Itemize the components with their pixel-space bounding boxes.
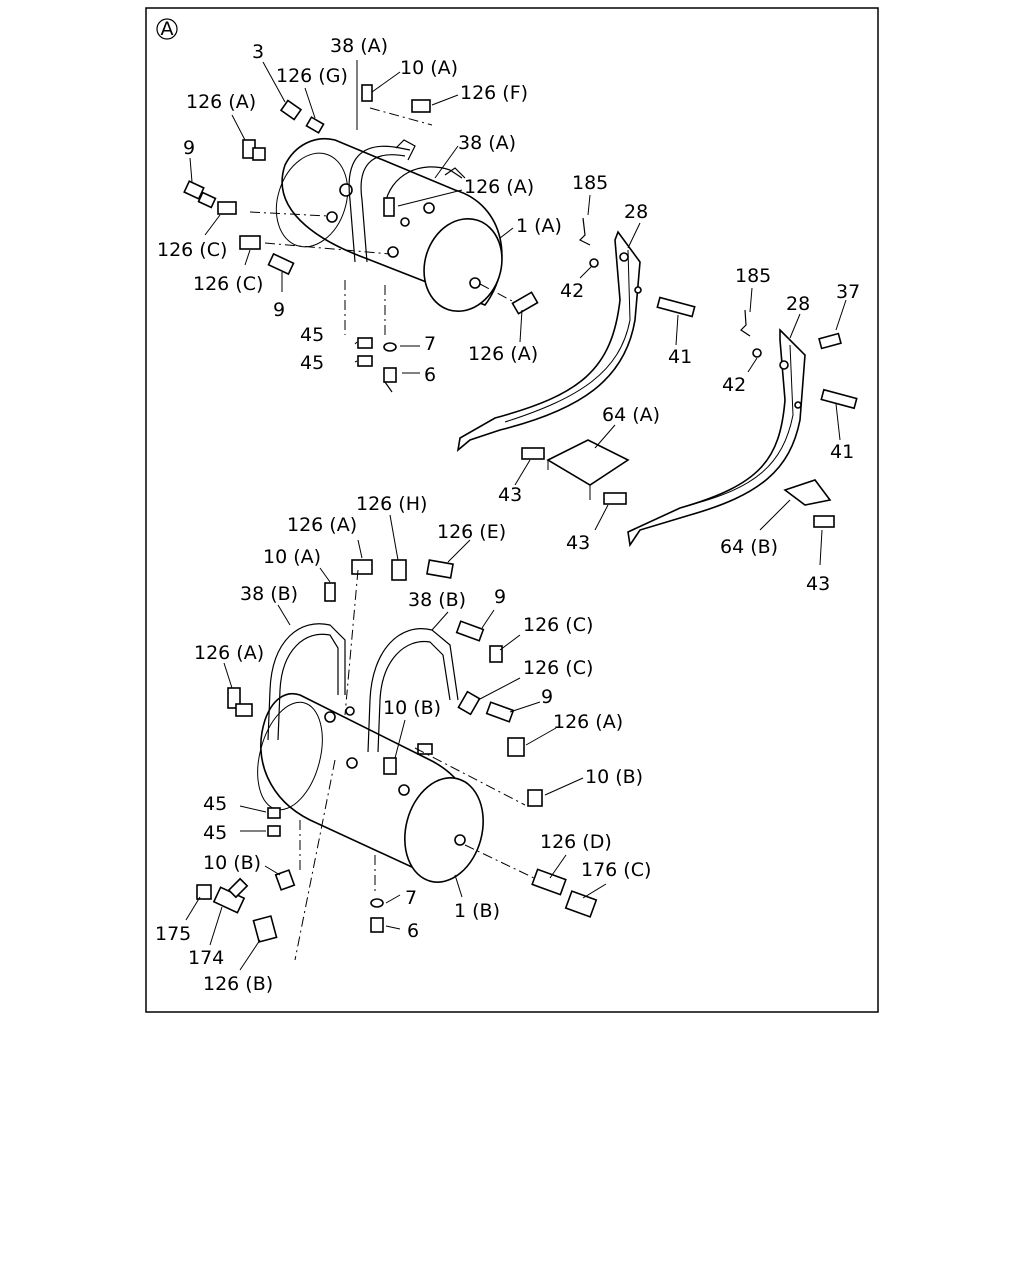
callout-label: 7	[424, 333, 436, 355]
callout-label: 37	[836, 281, 860, 303]
callout-label: 43	[498, 484, 522, 506]
callout-label: 41	[668, 346, 692, 368]
callout-label: 10 (A)	[263, 546, 321, 568]
callout-label: 185	[572, 172, 608, 194]
callout-label: 38 (A)	[330, 35, 388, 57]
callout-label: 10 (B)	[203, 852, 261, 874]
callout-label: 176 (C)	[581, 859, 651, 881]
air-tank-lower	[257, 693, 484, 883]
callout-label: 174	[188, 947, 224, 969]
callout-label: 126 (C)	[157, 239, 227, 261]
callout-label: 9	[494, 586, 506, 608]
plate-64a	[521, 439, 835, 528]
callout-label: 45	[203, 822, 227, 844]
callout-label: 28	[624, 201, 648, 223]
callout-label: 38 (B)	[240, 583, 298, 605]
callout-label: 43	[566, 532, 590, 554]
callout-label: 185	[735, 265, 771, 287]
callout-label: 9	[273, 299, 285, 321]
callout-label: 45	[203, 793, 227, 815]
callout-label: 126 (A)	[186, 91, 256, 113]
upper-leaders	[189, 60, 523, 374]
callout-label: 10 (B)	[383, 697, 441, 719]
diagram-frame	[145, 7, 879, 1013]
callout-label: 126 (G)	[276, 65, 348, 87]
callout-label: 126 (E)	[437, 521, 506, 543]
callout-label: 126 (A)	[287, 514, 357, 536]
callout-label: 126 (D)	[540, 831, 612, 853]
callout-label: 1 (A)	[516, 215, 562, 237]
callout-label: 38 (B)	[408, 589, 466, 611]
callout-label: 175	[155, 923, 191, 945]
view-marker: A	[161, 18, 174, 40]
strap-38a	[348, 139, 466, 263]
callout-label: 3	[252, 41, 264, 63]
callout-label: 45	[300, 352, 324, 374]
callout-label: 9	[541, 686, 553, 708]
callout-label: 10 (B)	[585, 766, 643, 788]
callout-label: 126 (A)	[553, 711, 623, 733]
callout-label: 126 (A)	[464, 176, 534, 198]
strap-38b	[267, 623, 459, 753]
bracket-upper	[456, 217, 696, 452]
callout-label: 10 (A)	[400, 57, 458, 79]
callout-label: 126 (F)	[460, 82, 528, 104]
callout-labels: 3 126 (G) 38 (A) 10 (A) 126 (F) 126 (A) …	[155, 35, 860, 995]
callout-label: 1 (B)	[454, 900, 500, 922]
callout-label: 126 (C)	[193, 273, 263, 295]
callout-label: 38 (A)	[458, 132, 516, 154]
callout-label: 7	[405, 887, 417, 909]
callout-label: 126 (A)	[194, 642, 264, 664]
callout-label: 41	[830, 441, 854, 463]
callout-label: 126 (C)	[523, 657, 593, 679]
air-tank-upper	[275, 138, 503, 313]
callout-label: 126 (A)	[468, 343, 538, 365]
callout-label: 126 (C)	[523, 614, 593, 636]
view-marker-circle	[156, 18, 178, 40]
callout-label: 64 (A)	[602, 404, 660, 426]
callout-label: 6	[407, 920, 419, 942]
callout-label: 6	[424, 364, 436, 386]
bracket-lower	[627, 309, 858, 548]
bracket-leaders	[514, 194, 847, 566]
lower-fittings	[196, 559, 598, 943]
lower-leaders	[185, 514, 607, 971]
callout-label: 43	[806, 573, 830, 595]
callout-label: 126 (H)	[356, 493, 427, 515]
callout-label: 45	[300, 324, 324, 346]
callout-label: 9	[183, 137, 195, 159]
upper-fittings	[183, 84, 539, 393]
callout-label: 42	[722, 374, 746, 396]
callout-label: 42	[560, 280, 584, 302]
callout-label: 28	[786, 293, 810, 315]
callout-label: 126 (B)	[203, 973, 273, 995]
callout-label: 64 (B)	[720, 536, 778, 558]
